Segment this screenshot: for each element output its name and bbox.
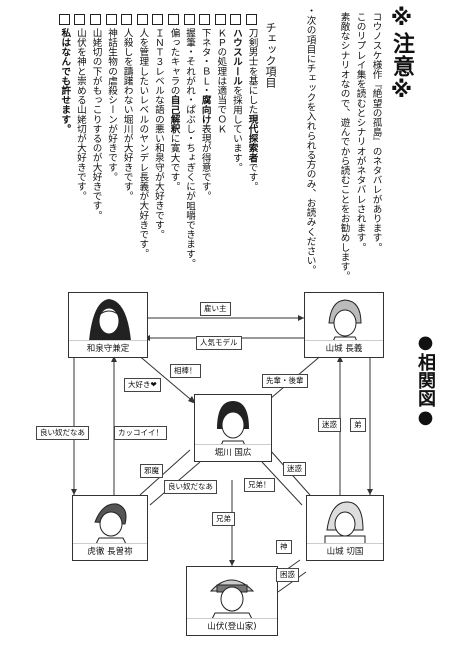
- character-card-horikawa: 堀川 国広: [194, 394, 272, 462]
- relation-label: 兄弟: [212, 512, 235, 526]
- notice-title: ※注意※: [389, 6, 414, 104]
- relation-label: 迷惑: [318, 418, 341, 432]
- checklist-text: 自己解釈: [168, 95, 180, 134]
- notice-line: このリプレイ集を読むとシナリオがネタバレされます。: [354, 12, 366, 252]
- checklist-item: 握筆・それがれ・ぱぶし・ちょぎくにが咀嚼できます。: [183, 14, 196, 269]
- checklist-text: 私はなんでも許せます。: [59, 28, 71, 134]
- checklist-text: 刀剣男士を基にした: [246, 28, 258, 115]
- checkbox[interactable]: [105, 14, 117, 25]
- relation-label: 良い奴だなあ: [164, 480, 217, 494]
- character-name: 山城 長義: [305, 340, 383, 357]
- checklist-text: を採用しています。: [230, 85, 242, 173]
- checklist-text: 神話生物の虐殺シーンが好きです。: [106, 28, 118, 182]
- relation-label: カッコイイ！: [114, 426, 167, 440]
- checklist-item: ＩＮＴ３レベルな語の悪い和泉守が大好きです。: [152, 14, 164, 240]
- checklist-text: ＫＰの処理は適当でＯＫ: [215, 28, 227, 134]
- character-card-nagasone: 虎徹 長曽祢: [72, 495, 148, 561]
- checklist-item: 私はなんでも許せます。: [58, 14, 71, 134]
- checklist-text: が咀嚼できます。: [184, 191, 196, 269]
- character-card-yamabushi: 山伏(登山家): [186, 566, 278, 636]
- checklist-text: 山伏を神と崇める山姥切が大好きです。: [74, 28, 86, 201]
- character-name: 和泉守兼定: [69, 340, 147, 357]
- checkbox[interactable]: [214, 14, 226, 25]
- portrait-izuminokami: [89, 299, 131, 341]
- checklist-item: 山伏を神と崇める山姥切が大好きです。: [74, 14, 86, 201]
- checklist-text: です。: [246, 162, 258, 192]
- checklist-item: 人を管理したいレベルのヤンデレ長義が大好きです。: [136, 14, 149, 259]
- checklist-text: 腐向け: [199, 95, 211, 125]
- checklist-text: ハウスルール: [230, 28, 242, 86]
- checklist-text: 表現が得意です。: [199, 124, 211, 201]
- checkbox[interactable]: [121, 14, 133, 25]
- checklist-text: に寛大です。: [168, 133, 180, 192]
- checklist-text: ＩＮＴ３レベルな語の悪い和泉守が大好きです。: [152, 28, 164, 240]
- relation-label: 邪魔: [140, 464, 163, 478]
- checklist-item: 山姥切の下がもっこりするのが大好きです。: [90, 14, 102, 220]
- relation-label: 雇い主: [200, 302, 231, 316]
- notice-line: 素敵なシナリオなので、遊んでから読むことをお勧めします。: [338, 12, 350, 281]
- relation-label: 先輩・後輩: [262, 374, 308, 388]
- notice-line: ・次の項目にチェックを入れられる方のみ、お読みください。: [304, 6, 316, 275]
- checkbox[interactable]: [168, 14, 179, 25]
- character-card-izuminokami: 和泉守兼定: [68, 292, 148, 358]
- character-name: 虎徹 長曽祢: [73, 543, 147, 560]
- checkbox[interactable]: [246, 14, 257, 25]
- diagram-heading: ●相関図●: [415, 332, 436, 428]
- checkbox[interactable]: [58, 14, 70, 25]
- checklist-item: 神話生物の虐殺シーンが好きです。: [105, 14, 118, 182]
- checkbox[interactable]: [199, 14, 211, 25]
- checklist-text: 山姥切の下がもっこりするのが大好きです。: [90, 28, 102, 220]
- checklist-item: 下ネタ・ＢＬ・腐向け表現が得意です。: [199, 14, 211, 201]
- notice-line: コウノスケ様作『絶望の孤島』のネタバレがあります。: [370, 12, 382, 252]
- checklist-item: ＫＰの処理は適当でＯＫ: [214, 14, 227, 134]
- checklist-item: 偏ったキャラの自己解釈に寛大です。: [168, 14, 180, 192]
- relation-label: 迷惑: [283, 462, 306, 476]
- checklist-heading: チェック項目: [264, 22, 277, 88]
- character-name: 山伏(登山家): [187, 618, 277, 635]
- checklist-text: 握筆・それがれ・ぱぶし・ちょぎくに: [184, 28, 196, 192]
- checkbox[interactable]: [136, 14, 148, 25]
- checkbox[interactable]: [183, 14, 195, 25]
- relation-label: 良い奴だなあ: [36, 426, 89, 440]
- checkbox[interactable]: [74, 14, 86, 25]
- relation-label: 相棒！: [170, 364, 201, 378]
- relation-label: 兄弟！: [244, 478, 275, 492]
- checkbox[interactable]: [90, 14, 101, 25]
- checklist-item: 人殺しを躊躇わない堀川が大好きです。: [121, 14, 133, 201]
- relation-label: 神: [276, 540, 292, 554]
- relation-label: 大好き❤: [124, 378, 161, 392]
- checkbox[interactable]: [230, 14, 242, 25]
- relation-label: 弟: [350, 418, 366, 432]
- checklist-item: ハウスルールを採用しています。: [230, 14, 242, 173]
- checklist-text: 人を管理したいレベルのヤンデレ長義が大好きです。: [137, 28, 149, 259]
- checklist-item: 刀剣男士を基にした現代探索者です。: [246, 14, 258, 192]
- relation-label: 困惑: [276, 568, 299, 582]
- checkbox[interactable]: [152, 14, 164, 25]
- relation-label: 人気モデル: [196, 336, 242, 350]
- character-name: 堀川 国広: [195, 444, 271, 461]
- character-card-chougi: 山城 長義: [304, 292, 384, 358]
- checklist-text: 下ネタ・ＢＬ・: [199, 28, 211, 96]
- checklist-text: 偏ったキャラの: [168, 28, 180, 96]
- character-card-kunihiro: 山城 切国: [306, 495, 384, 561]
- checklist-text: 人殺しを躊躇わない堀川が大好きです。: [121, 28, 133, 201]
- checklist-text: 現代探索者: [246, 114, 258, 163]
- character-name: 山城 切国: [307, 543, 383, 560]
